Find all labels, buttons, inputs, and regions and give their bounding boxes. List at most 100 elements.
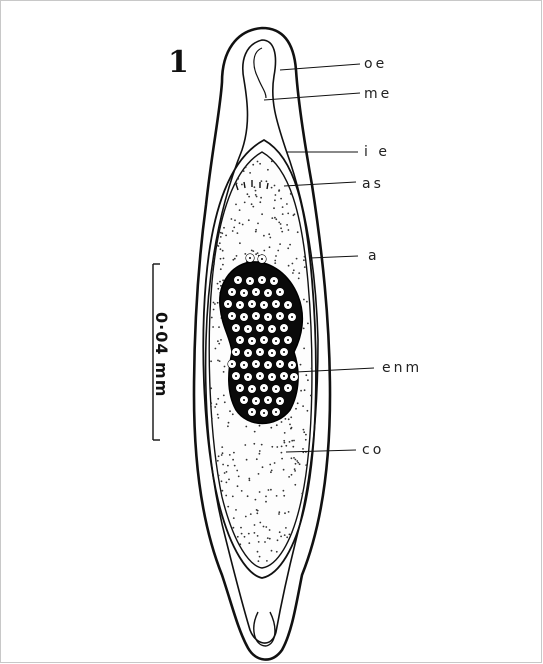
stipple-dot [294, 213, 296, 215]
stipple-dot [225, 495, 227, 497]
stipple-dot [222, 250, 224, 252]
stipple-dot [259, 201, 261, 203]
nucleolus [251, 340, 253, 342]
stipple-dot [278, 513, 280, 515]
stipple-dot [289, 441, 291, 443]
stipple-dot [261, 444, 263, 446]
nucleolus [247, 376, 249, 378]
stipple-dot [281, 458, 283, 460]
stipple-dot [241, 184, 243, 186]
stipple-dot [290, 193, 292, 195]
stipple-dot [236, 470, 238, 472]
stipple-dot [267, 169, 269, 171]
stipple-dot [246, 459, 248, 461]
stipple-dot [245, 167, 247, 169]
stipple-dot [284, 432, 286, 434]
nucleolus [271, 352, 273, 354]
stipple-dot [299, 463, 301, 465]
stipple-dot [300, 364, 302, 366]
stipple-dot [231, 218, 233, 220]
nucleolus [227, 303, 229, 305]
stipple-dot [257, 252, 259, 254]
stipple-dot [307, 410, 309, 412]
nucleolus [247, 352, 249, 354]
stipple-dot [261, 180, 263, 182]
stipple-dot [284, 534, 286, 536]
stipple-dot [283, 495, 285, 497]
stipple-dot [265, 501, 267, 503]
stipple-dot [234, 219, 236, 221]
stipple-dot [217, 414, 219, 416]
nucleolus [235, 375, 237, 377]
stipple-dot [218, 343, 220, 345]
nucleolus [291, 316, 293, 318]
nucleolus [255, 315, 257, 317]
stipple-dot [263, 250, 265, 252]
stipple-dot [303, 328, 305, 330]
nucleolus [255, 291, 257, 293]
nucleolus [249, 257, 251, 259]
nucleolus [239, 339, 241, 341]
stipple-dot [285, 445, 287, 447]
stipple-dot [305, 464, 307, 466]
stipple-dot [233, 517, 235, 519]
stipple-dot [241, 533, 243, 535]
label-oe: oe [364, 56, 387, 72]
nucleolus [275, 303, 277, 305]
stipple-dot [257, 535, 259, 537]
stipple-dot [269, 246, 271, 248]
stipple-dot [298, 272, 300, 274]
stipple-dot [242, 224, 244, 226]
stipple-dot [271, 187, 273, 189]
stipple-dot [213, 263, 215, 265]
nucleolus [235, 327, 237, 329]
nucleolus [237, 279, 239, 281]
stipple-dot [233, 527, 235, 529]
stipple-dot [268, 489, 270, 491]
stipple-dot [213, 302, 215, 304]
nucleolus [255, 400, 257, 402]
nucleolus [267, 316, 269, 318]
stipple-dot [232, 459, 234, 461]
stipple-dot [288, 265, 290, 267]
stipple-dot [286, 224, 288, 226]
stipple-dot [290, 428, 292, 430]
stipple-dot [218, 475, 220, 477]
stipple-dot [279, 531, 281, 533]
nucleolus [267, 364, 269, 366]
stipple-dot [255, 190, 257, 192]
stipple-dot [248, 533, 250, 535]
stipple-dot [210, 360, 212, 362]
stipple-dot [269, 237, 271, 239]
stipple-dot [222, 452, 224, 454]
stipple-dot [288, 511, 290, 513]
stipple-dot [225, 235, 227, 237]
stipple-dot [218, 326, 220, 328]
stipple-dot [287, 247, 289, 249]
stipple-dot [295, 408, 297, 410]
stipple-dot [303, 431, 305, 433]
stipple-dot [282, 206, 284, 208]
stipple-dot [255, 253, 257, 255]
stipple-dot [292, 446, 294, 448]
nucleolus [243, 316, 245, 318]
stipple-dot [214, 406, 216, 408]
stipple-dot [271, 161, 273, 163]
stipple-dot [281, 421, 283, 423]
nucleolus [273, 280, 275, 282]
nucleolus [255, 363, 257, 365]
stipple-dot [276, 446, 278, 448]
stipple-dot [222, 264, 224, 266]
stipple-dot [256, 196, 258, 198]
nucleolus [279, 315, 281, 317]
stipple-dot [264, 541, 266, 543]
stipple-dot [269, 529, 271, 531]
nucleolus [259, 327, 261, 329]
stipple-dot [294, 470, 296, 472]
stipple-dot [307, 379, 309, 381]
nucleolus [287, 304, 289, 306]
stipple-dot [286, 536, 288, 538]
nucleolus [239, 387, 241, 389]
stipple-dot [239, 242, 241, 244]
stipple-dot [248, 478, 250, 480]
